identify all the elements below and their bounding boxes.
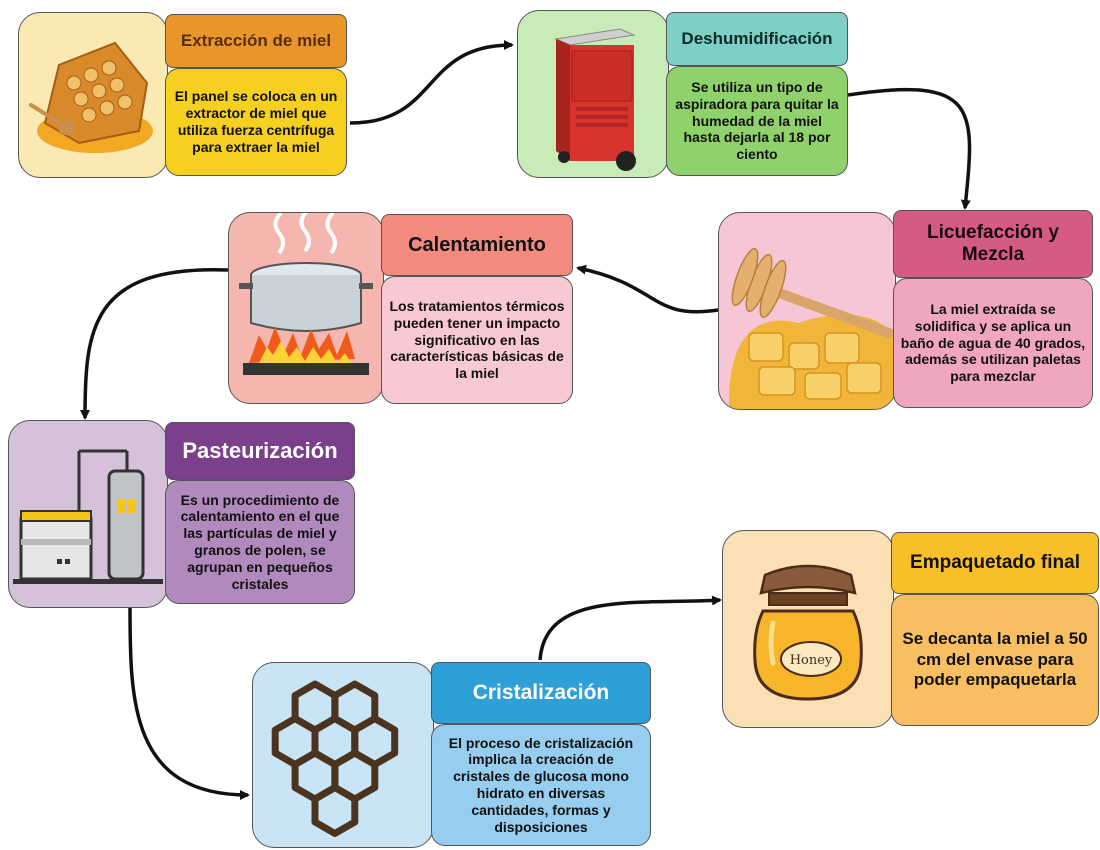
pasteurizer-image: [8, 420, 168, 608]
boiling-pot-image: [228, 212, 384, 404]
arrow-pasteur-to-cristal: [128, 604, 250, 800]
arrow-cristal-to-empaq: [538, 595, 722, 661]
arrow-licue-to-calent: [576, 264, 719, 314]
step-title: Empaquetado final: [891, 532, 1099, 594]
honeycomb-image: [18, 12, 168, 178]
honey-dipper-image: [718, 212, 896, 410]
step-description: Es un procedimiento de calentamiento en …: [165, 480, 355, 604]
step-title: Extracción de miel: [165, 14, 347, 68]
honey-jar-image: Honey: [722, 530, 894, 728]
step-description: El panel se coloca en un extractor de mi…: [165, 68, 347, 176]
step-title: Licuefacción y Mezcla: [893, 210, 1093, 278]
step-description: El proceso de cristalización implica la …: [431, 724, 651, 846]
arrow-calent-to-pasteur: [80, 268, 229, 420]
step-description: La miel extraída se solidifica y se apli…: [893, 278, 1093, 408]
step-title: Deshumidificación: [666, 12, 848, 66]
step-title: Calentamiento: [381, 214, 573, 276]
jar-label: Honey: [790, 653, 833, 668]
step-title: Cristalización: [431, 662, 651, 724]
arrow-extraccion-to-deshum: [349, 40, 514, 125]
step-title: Pasteurización: [165, 422, 355, 480]
step-description: Se utiliza un tipo de aspiradora para qu…: [666, 66, 848, 176]
step-description: Se decanta la miel a 50 cm del envase pa…: [891, 594, 1099, 726]
step-description: Los tratamientos térmicos pueden tener u…: [381, 276, 573, 404]
hexagon-crystals-image: [252, 662, 434, 848]
dehumidifier-image: [517, 10, 669, 178]
hexagon-cell: [311, 784, 359, 837]
arrow-deshum-to-licue: [847, 87, 972, 210]
